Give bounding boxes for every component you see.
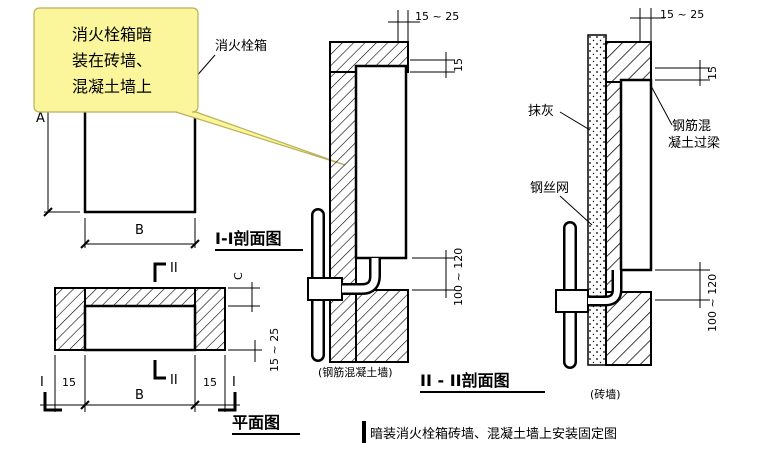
plan-box (83, 304, 197, 352)
section-ii-top: II (170, 261, 178, 276)
concrete-box (354, 64, 408, 260)
section-2-title: II - II剖面图 (420, 371, 510, 390)
box-label: 消火栓箱 (215, 38, 267, 54)
plan-dim-b: B (135, 388, 144, 403)
right-dim-100-120: 100 ~ 120 (706, 274, 719, 332)
plan-gap-label: 15 ~ 25 (268, 328, 281, 372)
callout: 消火栓箱暗 装在砖墙、 混凝土墙上 (33, 7, 346, 166)
section-1-title: I-I剖面图 (215, 229, 282, 248)
lintel-label-1: 钢筋混 (672, 118, 711, 134)
section-ii-bottom: II (170, 373, 178, 388)
mid-dim-100-120: 100 ~ 120 (452, 248, 465, 306)
section-brick: 15 ~ 25 15 100 ~ 120 抹灰 钢丝网 钢筋混 凝土过梁 (砖墙… (528, 8, 720, 401)
mid-dim-15: 15 (452, 58, 465, 72)
dim-a-label: A (36, 111, 45, 126)
plan-dim-15-right: 15 (203, 376, 217, 389)
wire-mesh-label: 钢丝网 (530, 181, 569, 196)
brick-box (619, 78, 653, 272)
brick-wall-label: (砖墙) (590, 387, 621, 401)
right-gap-label: 15 ~ 25 (660, 8, 704, 21)
callout-line-3: 混凝土墙上 (72, 77, 152, 96)
plan-view: C 15 ~ 25 II II 15 B 15 I I 平面图 (40, 261, 300, 435)
plan-dim-15-left: 15 (62, 376, 76, 389)
callout-line-1: 消火栓箱暗 (72, 25, 152, 44)
dim-c-label: C (232, 272, 245, 280)
callout-line-2: 装在砖墙、 (72, 51, 152, 70)
dim-b-label: B (135, 223, 144, 238)
caption: 暗装消火栓箱砖墙、混凝土墙上安装固定图 (370, 426, 617, 442)
plaster-label: 抹灰 (528, 104, 554, 119)
mid-gap-label: 15 ~ 25 (415, 10, 459, 23)
section-concrete: 15 ~ 25 15 100 ~ 120 (钢筋混凝土墙) (307, 10, 465, 379)
right-dim-15: 15 (706, 66, 719, 80)
plan-title: 平面图 (232, 413, 280, 432)
lintel-label-2: 凝土过梁 (668, 135, 720, 151)
section-i-left: I (40, 375, 44, 390)
rc-wall-label: (钢筋混凝土墙) (318, 365, 393, 379)
section-i-right: I (232, 375, 236, 390)
